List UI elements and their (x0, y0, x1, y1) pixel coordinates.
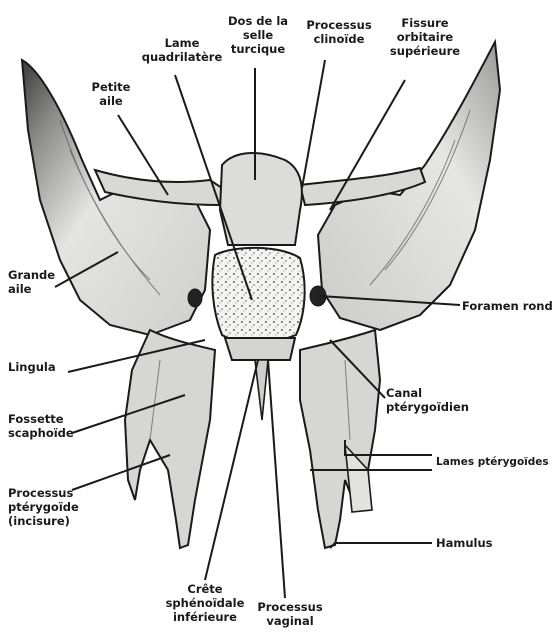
label-foramen-rond: Foramen rond (462, 299, 552, 313)
foramen-rotundum-left (188, 289, 202, 307)
sphenoid-rostrum (225, 338, 295, 360)
label-processus-pterygoide: Processus ptérygoïde (incisure) (8, 486, 88, 528)
label-lame-quadrilatere-line2: quadrilatère (140, 50, 224, 64)
dorsum-sellae (220, 153, 302, 245)
label-grande-aile: Grande aile (8, 268, 68, 296)
label-processus-clinoide: Processus clinoïde (304, 18, 374, 46)
label-processus-clinoide-line2: clinoïde (304, 32, 374, 46)
label-fissure-orbitaire-line1: Fissure (382, 16, 468, 30)
label-processus-pterygoide-line2: ptérygoïde (8, 500, 88, 514)
label-hamulus: Hamulus (436, 536, 516, 550)
label-crete-sphenoidale-line2: sphénoïdale (160, 596, 250, 610)
label-petite-aile-line1: Petite (86, 80, 136, 94)
label-lames-pterygoides-line1: Lames ptérygoïdes (436, 455, 552, 469)
label-lames-pterygoides: Lames ptérygoïdes (436, 455, 552, 469)
label-fossette-scaphoide-line1: Fossette (8, 412, 80, 426)
label-grande-aile-line2: aile (8, 282, 68, 296)
label-canal-pterygoidien-line1: Canal (386, 386, 478, 400)
label-processus-pterygoide-line1: Processus (8, 486, 88, 500)
pterygoid-process-right (300, 330, 380, 548)
label-petite-aile-line2: aile (86, 94, 136, 108)
label-grande-aile-line1: Grande (8, 268, 68, 282)
label-foramen-rond-line1: Foramen rond (462, 299, 552, 313)
sphenoid-body (212, 248, 304, 343)
label-fossette-scaphoide-line2: scaphoïde (8, 426, 80, 440)
label-crete-sphenoidale-line3: inférieure (160, 610, 250, 624)
label-canal-pterygoidien: Canal ptérygoïdien (386, 386, 478, 414)
label-dos-selle: Dos de la selle turcique (228, 14, 288, 56)
inferior-sphenoidal-crest (255, 360, 268, 420)
label-fissure-orbitaire-line2: orbitaire (382, 30, 468, 44)
label-lingula: Lingula (8, 360, 68, 374)
label-processus-clinoide-line1: Processus (304, 18, 374, 32)
label-dos-selle-line2: selle (228, 28, 288, 42)
label-processus-vaginal-line1: Processus (250, 600, 330, 614)
label-dos-selle-line1: Dos de la (228, 14, 288, 28)
label-crete-sphenoidale-line1: Crête (160, 582, 250, 596)
label-fossette-scaphoide: Fossette scaphoïde (8, 412, 80, 440)
label-processus-vaginal-line2: vaginal (250, 614, 330, 628)
label-lame-quadrilatere-line1: Lame (140, 36, 224, 50)
label-hamulus-line1: Hamulus (436, 536, 516, 550)
label-processus-pterygoide-line3: (incisure) (8, 514, 88, 528)
label-lame-quadrilatere: Lame quadrilatère (140, 36, 224, 64)
label-dos-selle-line3: turcique (228, 42, 288, 56)
label-processus-vaginal: Processus vaginal (250, 600, 330, 628)
label-fissure-orbitaire-line3: supérieure (382, 44, 468, 58)
label-petite-aile: Petite aile (86, 80, 136, 108)
label-lingula-line1: Lingula (8, 360, 68, 374)
label-crete-sphenoidale: Crête sphénoïdale inférieure (160, 582, 250, 624)
label-canal-pterygoidien-line2: ptérygoïdien (386, 400, 478, 414)
label-fissure-orbitaire: Fissure orbitaire supérieure (382, 16, 468, 58)
pterygoid-process-left (125, 330, 215, 548)
